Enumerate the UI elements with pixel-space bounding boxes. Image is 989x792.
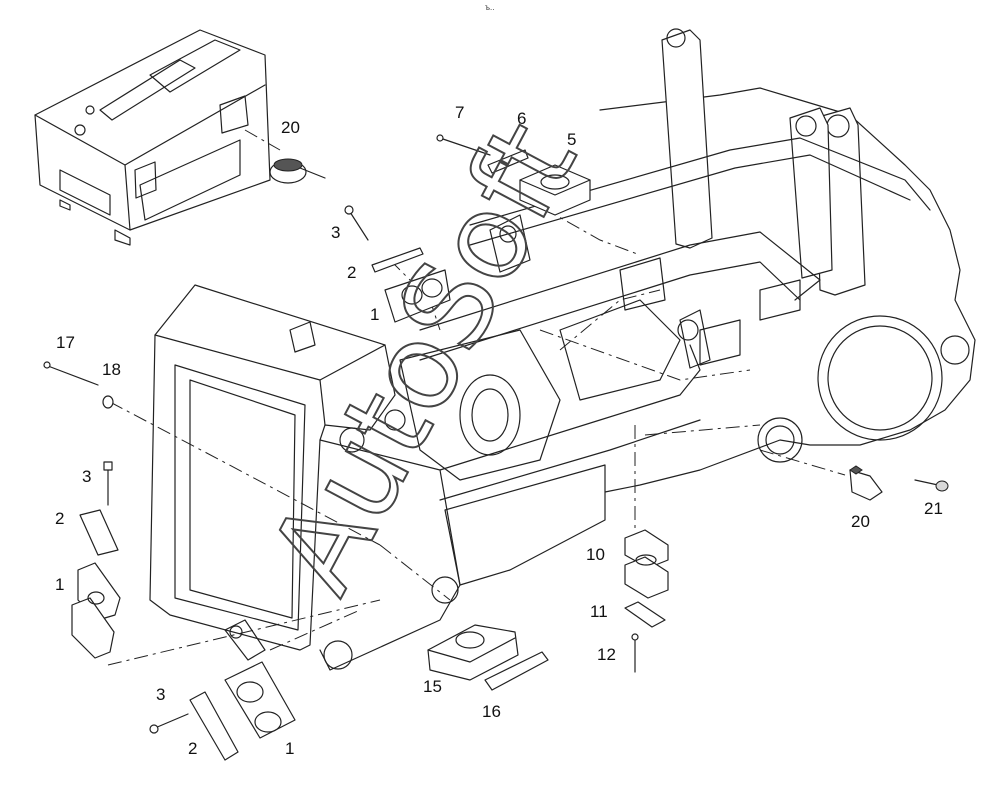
callout-20-right: 20 <box>851 512 870 531</box>
plate-part-16 <box>484 651 549 691</box>
bolt-part-7 <box>436 134 491 156</box>
callout-2-left: 2 <box>55 509 64 528</box>
top-mark: ъ.. <box>485 3 494 12</box>
clamp-part-1-top <box>384 269 451 323</box>
callout-1-top: 1 <box>370 305 379 324</box>
callout-6: 6 <box>517 109 526 128</box>
plate-part-2-bottom <box>189 691 239 761</box>
tool-box <box>34 29 271 246</box>
plate-part-6 <box>487 149 529 174</box>
clamp-part-5 <box>519 164 591 216</box>
assembly-lines <box>107 129 846 666</box>
clamp-part-15 <box>427 624 519 681</box>
callout-16: 16 <box>482 702 501 721</box>
bolt-part-17 <box>43 361 99 386</box>
callout-17: 17 <box>56 333 75 352</box>
callout-3-top: 3 <box>331 223 340 242</box>
bolt-part-3-bottom <box>149 713 189 734</box>
clip-part-20-top <box>269 158 326 184</box>
callout-18: 18 <box>102 360 121 379</box>
callout-11: 11 <box>590 602 608 621</box>
clamp-part-10 <box>624 529 669 599</box>
callout-1-bottom: 1 <box>285 739 294 758</box>
callout-15: 15 <box>423 677 442 696</box>
main-frame <box>149 28 976 671</box>
plate-part-11 <box>624 601 666 628</box>
callout-21: 21 <box>924 499 943 518</box>
callout-7: 7 <box>455 103 464 122</box>
callout-2-bottom: 2 <box>188 739 197 758</box>
clamp-part-1-bottom <box>224 661 296 739</box>
callout-20-top: 20 <box>281 118 300 137</box>
bolt-part-3-top <box>344 205 369 241</box>
clip-part-20-right <box>849 465 883 501</box>
bolt-part-3-left <box>103 461 113 506</box>
callout-3-bottom: 3 <box>156 685 165 704</box>
callout-12: 12 <box>597 645 616 664</box>
washer-part-18 <box>102 395 114 409</box>
clamp-part-1-left <box>71 562 121 659</box>
callout-5: 5 <box>567 130 576 149</box>
callout-10: 10 <box>586 545 605 564</box>
callout-3-left: 3 <box>82 467 91 486</box>
callout-2-top: 2 <box>347 263 356 282</box>
bolt-part-12 <box>631 633 639 673</box>
plate-part-2-top <box>371 247 424 273</box>
plate-part-2-left <box>79 509 119 556</box>
callout-1-left: 1 <box>55 575 64 594</box>
bolt-part-21 <box>914 479 949 492</box>
callouts: 20 7 6 5 3 2 1 17 18 3 2 1 3 2 1 15 16 1… <box>55 103 943 758</box>
